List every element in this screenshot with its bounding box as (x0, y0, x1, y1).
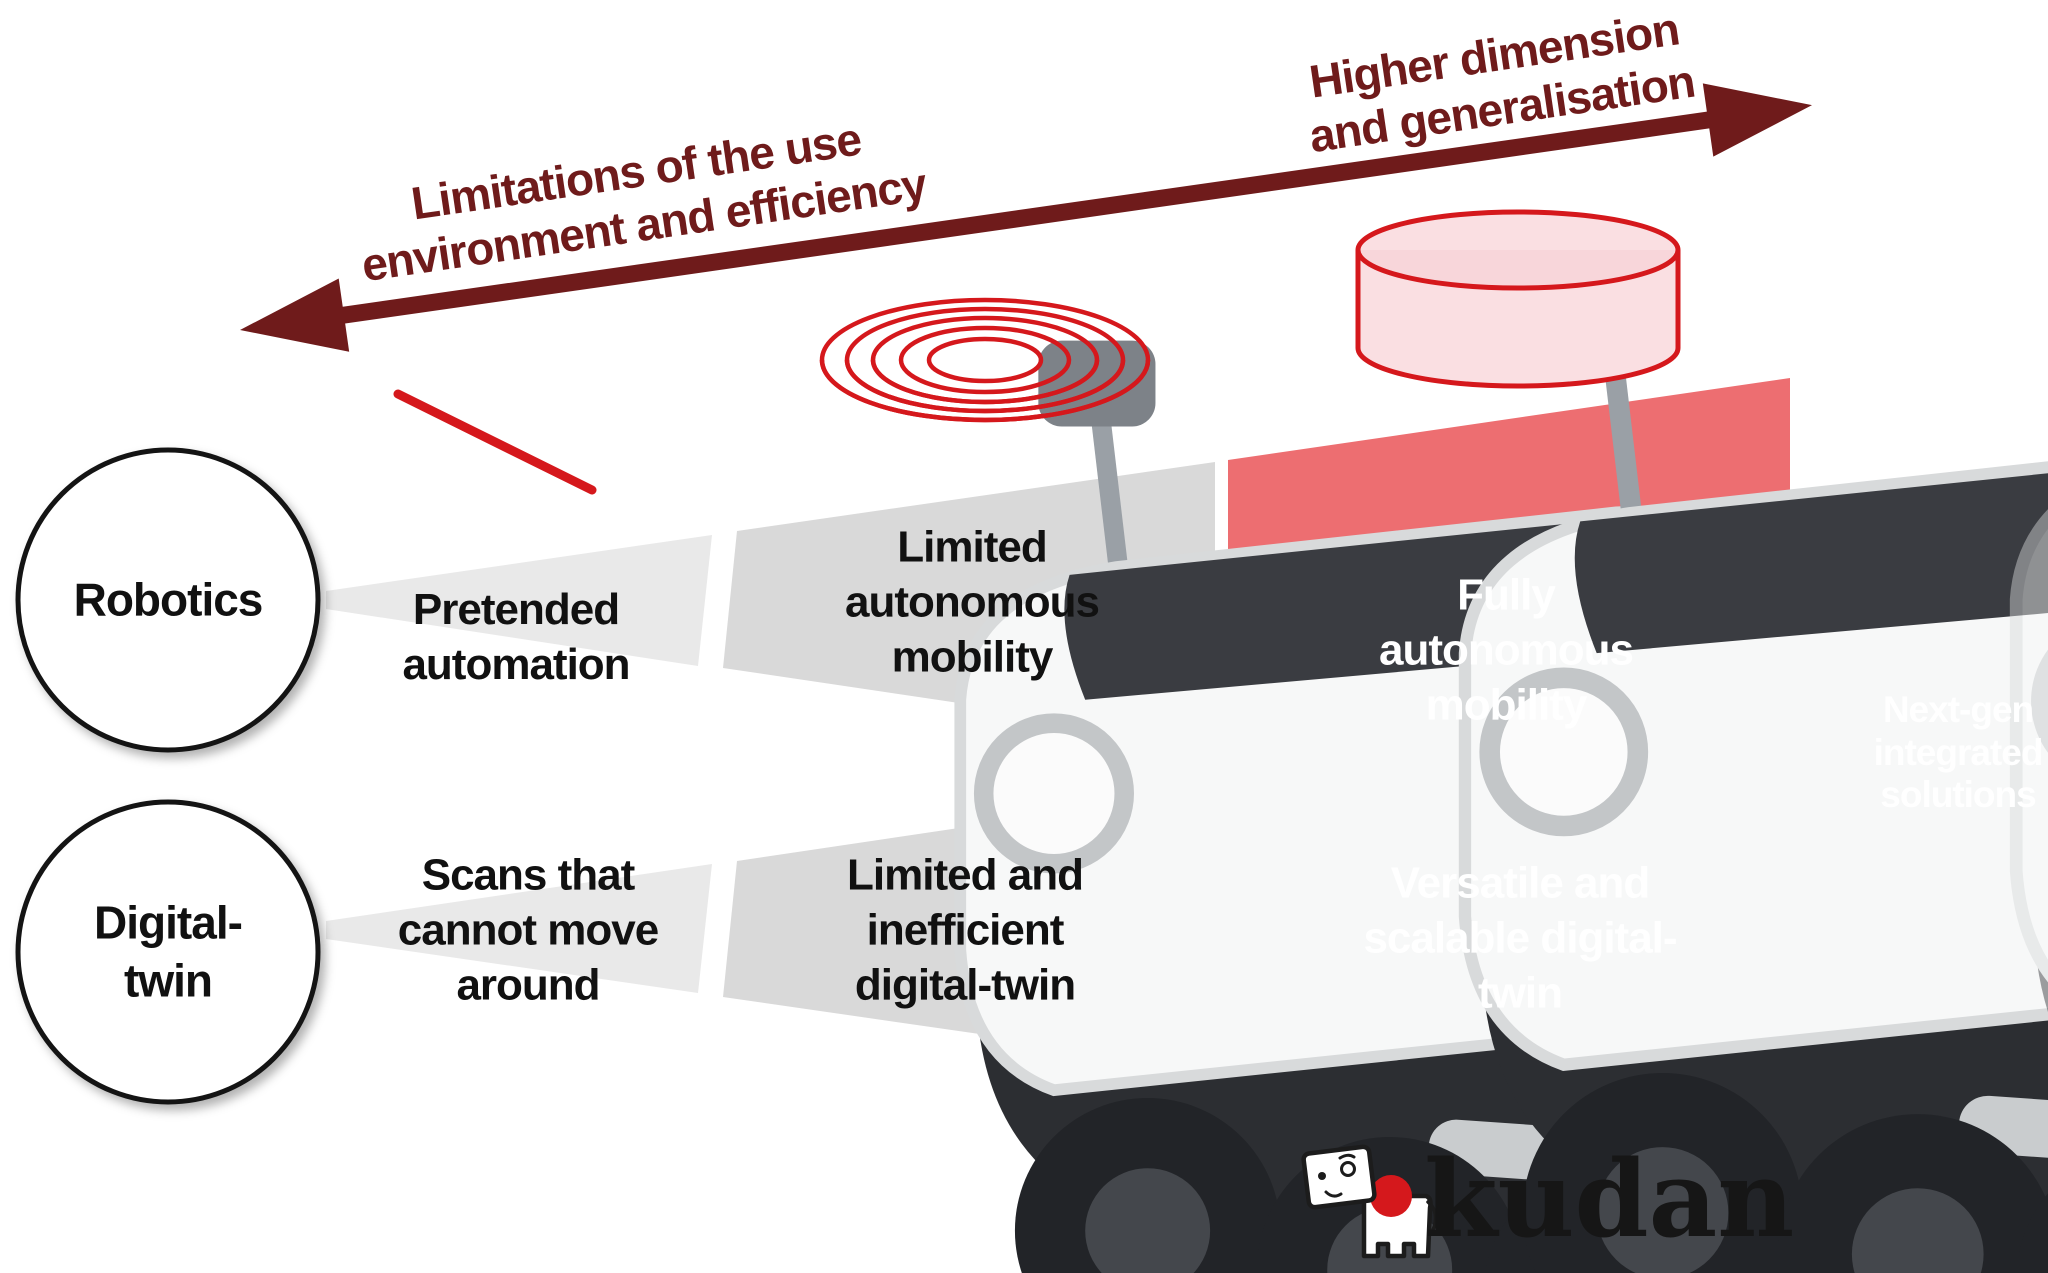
category-label-digital-twin: Digital- twin (94, 896, 243, 1007)
stage-label-scans-cannot-move: Scans that cannot move around (397, 850, 659, 1010)
stage-label-limited-autonomous-mobility: Limited autonomous mobility (845, 522, 1100, 682)
stage-shape-scans-cannot-move (326, 864, 712, 993)
kudan-wordmark: kudan (1424, 1136, 1795, 1261)
delivery-robot-contained-icon (1355, 209, 2048, 1273)
axis-arrow (240, 83, 1813, 352)
containment-cylinder-icon (1355, 209, 2048, 1273)
kudan-mascot-icon (1301, 1144, 1438, 1259)
delivery-robot-geofenced-icon (819, 274, 2048, 1273)
stage-shape-pretended-automation (326, 535, 712, 666)
category-label-robotics: Robotics (73, 573, 264, 626)
convergence-label: Next-gen integrated solutions (1873, 689, 2044, 816)
category-circle-robotics (15, 447, 321, 753)
stage-label-limited-inefficient-digital-twin: Limited and inefficient digital-twin (847, 850, 1084, 1010)
delivery-robot-struck-icon (393, 341, 1889, 1273)
stage-label-versatile-scalable-digital-twin: Versatile and scalable digital- twin (1363, 858, 1677, 1018)
stage-label-fully-autonomous-mobility: Fully autonomous mobility (1379, 570, 1634, 730)
category-circle-digital-twin (15, 799, 321, 1105)
stage-label-pretended-automation: Pretended automation (402, 585, 630, 689)
strikethrough-line (393, 389, 597, 495)
